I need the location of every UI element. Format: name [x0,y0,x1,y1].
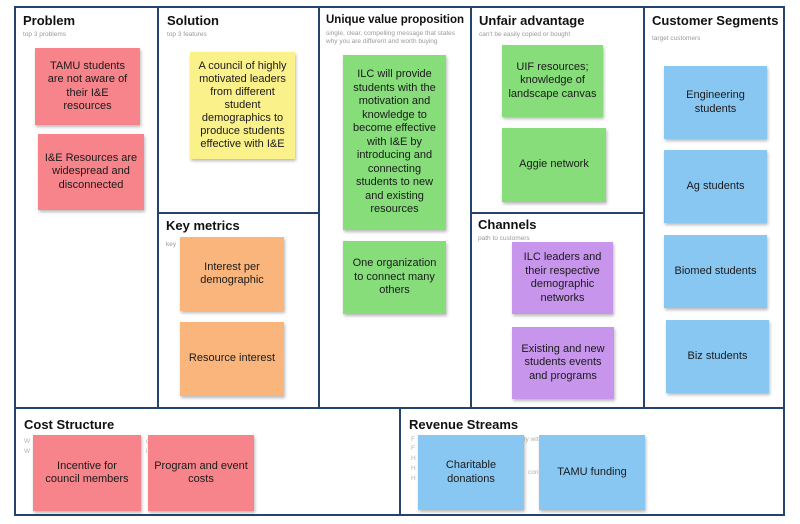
unfair-subtitle: can't be easily copied or bought [479,31,571,38]
divider-cost-revenue [399,407,401,516]
metrics-note-2[interactable]: Resource interest [180,322,284,396]
revenue-hint-line-7: con [528,469,539,476]
problem-title: Problem [23,13,76,28]
uvp-note-2[interactable]: One organization to connect many others [343,241,446,314]
problem-note-1[interactable]: TAMU students are not aware of their I&E… [35,48,140,125]
solution-note-1[interactable]: A council of highly motivated leaders fr… [190,52,295,159]
uvp-subtitle-line-1: single, clear, compelling message that s… [326,30,455,37]
revenue-note-1[interactable]: Charitable donations [418,435,524,510]
uvp-subtitle-line-2: why you are different and worth buying [326,38,438,45]
segments-title: Customer Segments [652,13,779,28]
cost-note-2[interactable]: Program and event costs [148,435,254,511]
unfair-title: Unfair advantage [479,13,585,28]
channels-title: Channels [478,217,537,232]
divider-solution-uvp [318,6,320,408]
divider-unfair-channels [470,212,645,214]
unfair-note-2[interactable]: Aggie network [502,128,606,202]
divider-unfair-segments [643,6,645,408]
revenue-hint-line-1: F [411,436,415,443]
revenue-title: Revenue Streams [409,417,519,432]
segments-subtitle: target customers [652,35,701,42]
metrics-subtitle: key [166,241,177,248]
divider-solution-metrics [157,212,320,214]
solution-title: Solution [167,13,219,28]
revenue-hint-line-4: H [411,465,416,472]
solution-subtitle: top 3 features [167,31,207,38]
cost-note-1[interactable]: Incentive for council members [33,435,141,511]
uvp-note-1[interactable]: ILC will provide students with the motiv… [343,55,446,230]
revenue-hint-line-2: F [411,445,415,452]
revenue-hint-line-3: H [411,455,416,462]
revenue-note-2[interactable]: TAMU funding [539,435,645,510]
segments-note-3[interactable]: Biomed students [664,235,767,308]
cost-title: Cost Structure [24,417,115,432]
problem-note-2[interactable]: I&E Resources are widespread and disconn… [38,134,144,210]
revenue-hint-line-6: ly wit [524,436,539,443]
segments-note-1[interactable]: Engineering students [664,66,767,139]
unfair-note-1[interactable]: UIF resources; knowledge of landscape ca… [502,45,603,117]
cost-hint-line-1: W [24,438,31,445]
segments-note-2[interactable]: Ag students [664,150,767,223]
metrics-note-1[interactable]: Interest per demographic [180,237,284,311]
channels-note-1[interactable]: ILC leaders and their respective demogra… [512,242,613,314]
revenue-hint-line-5: H [411,475,416,482]
divider-uvp-unfair [470,6,472,408]
divider-problem-solution [157,6,159,408]
problem-subtitle: top 3 problems [23,31,66,38]
cost-hint-line-3: o [146,437,150,446]
channels-subtitle: path to customers [478,235,530,242]
metrics-title: Key metrics [166,218,240,233]
uvp-title: Unique value proposition [326,14,465,26]
cost-hint-line-2: W [24,448,31,455]
channels-note-2[interactable]: Existing and new students events and pro… [512,327,614,399]
segments-note-4[interactable]: Biz students [666,320,769,393]
